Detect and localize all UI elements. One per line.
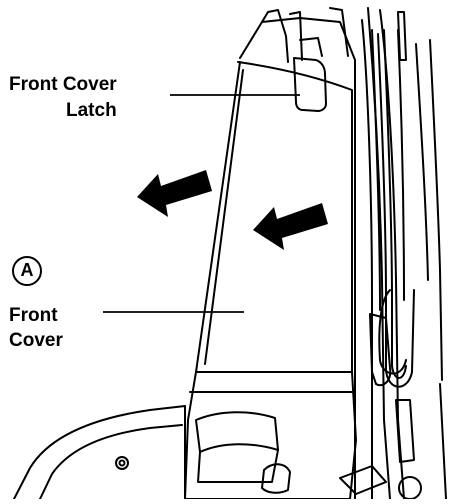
part-a-badge: A bbox=[12, 256, 42, 286]
left-arrow bbox=[137, 170, 212, 217]
latch-label-line2: Latch bbox=[66, 100, 117, 121]
power-cord bbox=[377, 33, 415, 388]
cord-hook bbox=[369, 313, 392, 387]
cover-arrow bbox=[253, 203, 328, 250]
front-cover-latch bbox=[293, 57, 327, 112]
latch-label-line1: Front Cover bbox=[9, 74, 117, 95]
cover-label-line2: Cover bbox=[9, 330, 63, 351]
body-shell bbox=[239, 17, 356, 500]
base-plate-inner bbox=[39, 424, 183, 500]
cover-label-line1: Front bbox=[9, 305, 58, 326]
base-screw bbox=[115, 456, 129, 470]
base-plate bbox=[13, 405, 186, 500]
